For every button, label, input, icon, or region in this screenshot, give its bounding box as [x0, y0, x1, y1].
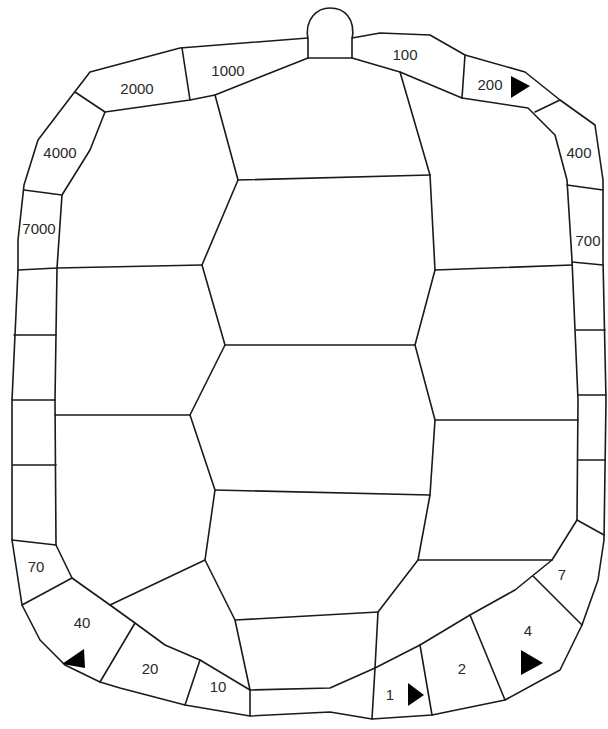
callout-number: 7 [557, 567, 567, 582]
callout-number: 4 [523, 623, 533, 638]
callout-number: 2 [457, 661, 467, 676]
callout-number: 70 [27, 559, 46, 574]
notch-marker [521, 650, 543, 675]
shell-outline [12, 33, 606, 719]
callout-number: 400 [565, 145, 592, 160]
notch-marker [408, 683, 424, 706]
callout-number: 2000 [119, 81, 154, 96]
callout-number: 100 [391, 47, 418, 62]
callout-number: 1 [385, 687, 395, 702]
callout-number: 20 [141, 661, 160, 676]
notch-marker [511, 76, 530, 98]
callout-number: 40 [73, 615, 92, 630]
marginal-divider [12, 48, 606, 719]
callout-number: 10 [209, 679, 228, 694]
callout-number: 1000 [210, 63, 245, 78]
nuchal-scute [307, 8, 352, 58]
callout-number: 7000 [21, 221, 56, 236]
marginal-inner-edge [55, 58, 578, 690]
callout-number: 700 [574, 233, 601, 248]
callout-number: 4000 [42, 145, 77, 160]
callout-number: 200 [476, 77, 503, 92]
notch-marker [62, 649, 85, 668]
scute-seam [55, 72, 578, 690]
